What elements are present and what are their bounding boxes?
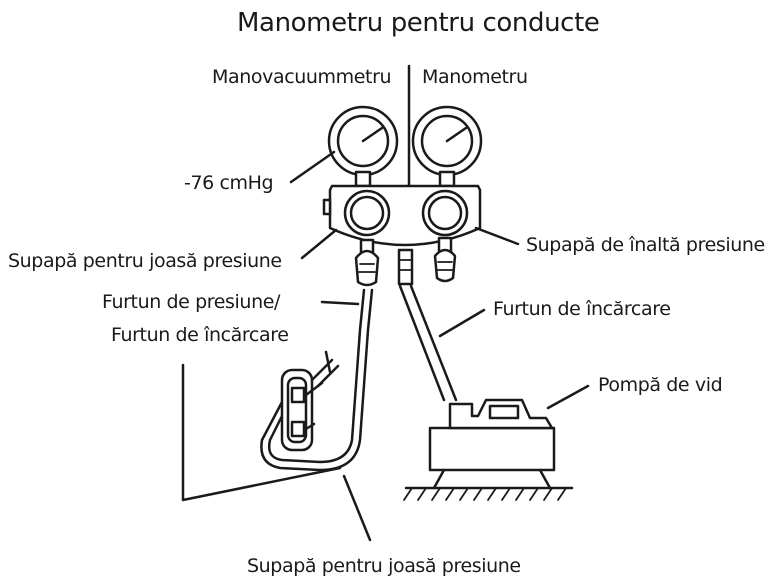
diagram-title: Manometru pentru conducte bbox=[237, 8, 600, 38]
ground-hatching bbox=[403, 487, 567, 501]
center-coupling bbox=[397, 248, 414, 286]
label-gauge-reading: -76 cmHg bbox=[184, 172, 274, 194]
label-pressure-hose-line2: Furtun de încărcare bbox=[111, 324, 289, 346]
manifold-body bbox=[322, 184, 482, 247]
leader-bottom-valve bbox=[342, 474, 372, 542]
label-high-pressure-valve: Supapă de înaltă presiune bbox=[526, 234, 765, 256]
low-pressure-gauge bbox=[327, 105, 399, 188]
label-manovacuummeter: Manovacuummetru bbox=[212, 66, 392, 88]
leader-charge-hose bbox=[438, 308, 486, 338]
leader-pressure-hose bbox=[320, 300, 360, 306]
leader-low-valve bbox=[300, 228, 338, 260]
pressure-hose-outer bbox=[260, 288, 374, 472]
label-manometer: Manometru bbox=[422, 66, 528, 88]
label-low-pressure-valve: Supapă pentru joasă presiune bbox=[8, 250, 282, 272]
leader-reading bbox=[289, 150, 336, 184]
service-valve bbox=[280, 350, 340, 452]
label-pressure-hose-line1: Furtun de presiune/ bbox=[102, 291, 281, 313]
high-side-coupling bbox=[433, 236, 457, 283]
label-vacuum-pump: Pompă de vid bbox=[598, 374, 723, 396]
leader-high-valve bbox=[474, 226, 520, 246]
outdoor-unit-outline bbox=[181, 363, 342, 502]
low-side-coupling bbox=[354, 238, 380, 287]
charging-hose bbox=[398, 284, 446, 402]
pressure-hose bbox=[268, 288, 366, 464]
charging-hose-outer bbox=[409, 284, 458, 402]
leader-vacuum-pump bbox=[546, 384, 590, 410]
label-bottom-low-pressure-valve: Supapă pentru joasă presiune bbox=[247, 555, 521, 577]
vacuum-pump bbox=[404, 398, 574, 490]
high-pressure-gauge bbox=[411, 105, 483, 188]
label-charging-hose: Furtun de încărcare bbox=[493, 298, 671, 320]
